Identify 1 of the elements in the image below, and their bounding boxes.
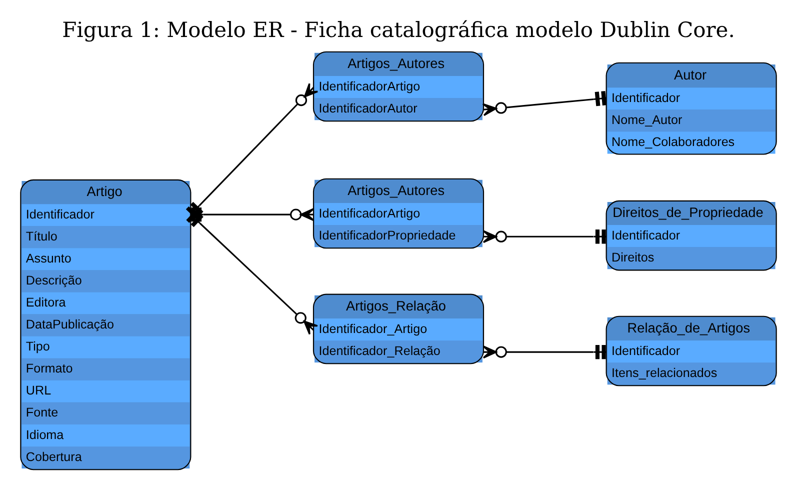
diagram-title: Figura 1: Modelo ER - Ficha catalográfica modelo Dublin Core. — [62, 18, 735, 42]
